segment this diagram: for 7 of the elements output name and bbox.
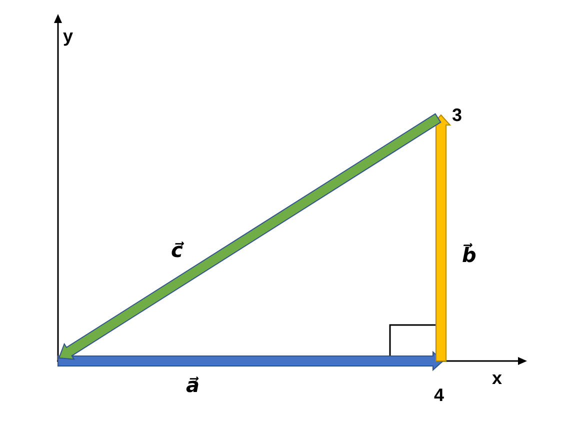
length-label: 4 <box>434 385 444 405</box>
vector-label: a⃗ <box>186 373 200 397</box>
axis-label: x <box>492 368 502 388</box>
axis-label: y <box>63 26 74 46</box>
vector-label: c⃗ <box>171 238 183 262</box>
length-label: 3 <box>452 105 462 125</box>
vector-label: b⃗ <box>462 243 476 267</box>
